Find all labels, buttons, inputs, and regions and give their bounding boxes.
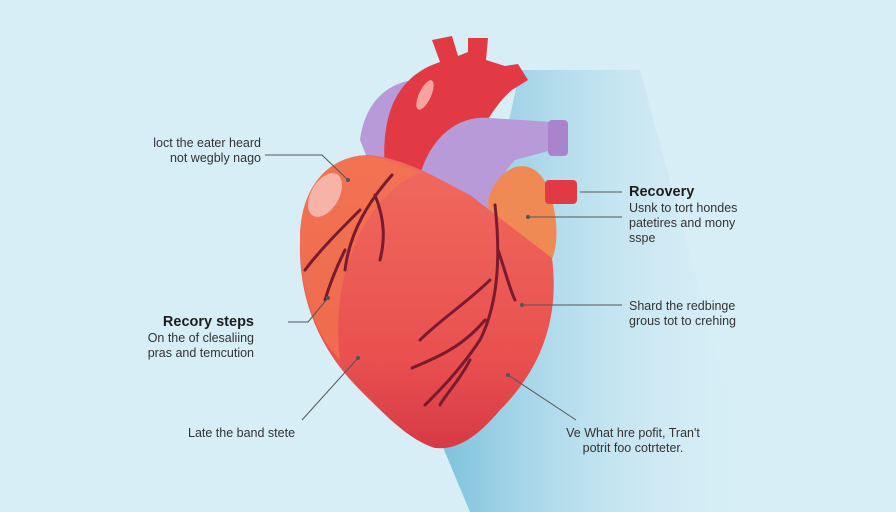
label-text: potrit foo cotrteter. — [582, 441, 684, 455]
label-text: not wegbly nago — [169, 151, 261, 165]
coronary-arteries — [303, 173, 517, 407]
label-title: Recory steps — [162, 314, 254, 330]
label-bottom-left: Late the band stete — [188, 426, 295, 441]
label-mid-left: Recory steps On the of clesaliing pras a… — [148, 313, 254, 361]
label-text: pras and temcution — [147, 346, 254, 360]
label-top-right: Recovery Usnk to tort hondes patetires a… — [629, 183, 737, 246]
label-text: sspe — [629, 231, 656, 245]
heart-body — [299, 155, 554, 449]
aorta — [384, 36, 528, 185]
left-atrium — [488, 166, 557, 262]
label-title: Recovery — [629, 184, 695, 200]
label-text: Late the band stete — [188, 426, 296, 440]
label-text: Ve What hre pofit, Tran't — [566, 426, 700, 440]
label-text: loct the eater heard — [153, 136, 261, 150]
label-text: patetires and mony — [629, 216, 736, 230]
label-top-left: loct the eater heard not wegbly nago — [153, 136, 261, 166]
label-text: On the of clesaliing — [147, 331, 254, 345]
label-text: Shard the redbinge — [629, 299, 736, 313]
label-bottom-right: Ve What hre pofit, Tran't potrit foo cot… — [553, 426, 713, 456]
leader-lines — [265, 154, 622, 421]
label-text: Usnk to tort hondes — [629, 201, 738, 215]
label-text: grous tot to crehing — [629, 314, 737, 328]
label-mid-right: Shard the redbinge grous tot to crehing — [629, 299, 736, 329]
